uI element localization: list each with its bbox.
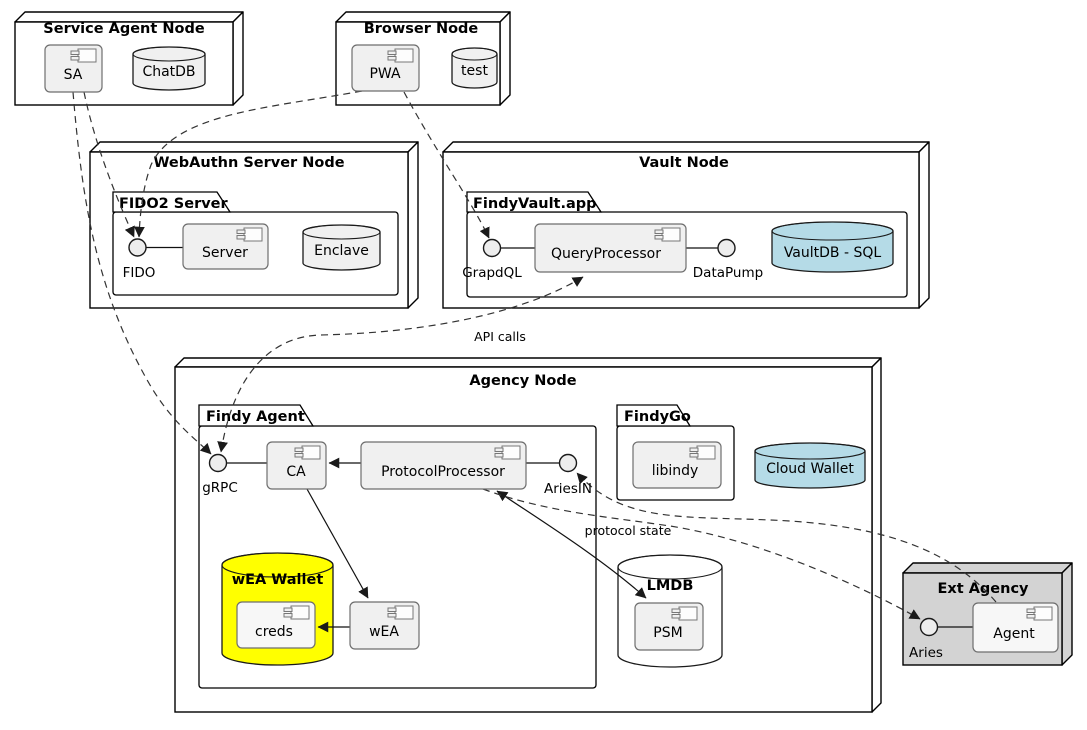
component-label-wea: wEA [369, 624, 399, 640]
database-label-cloud-wallet: Cloud Wallet [766, 461, 854, 477]
edge-pwa-to-fido [134, 90, 363, 238]
database-label-vaultdb: VaultDB - SQL [784, 245, 882, 261]
component-queryprocessor: QueryProcessor [534, 223, 687, 273]
component-creds: creds [236, 601, 316, 649]
interface-label-grpc: gRPC [202, 480, 238, 496]
database-label-test: test [461, 63, 488, 79]
edge-protocolprocessor-psm-protocol-state [496, 490, 647, 599]
component-icon [494, 445, 521, 460]
interface-label-fido: FIDO [123, 265, 156, 281]
interface-circle-icon [482, 238, 502, 258]
component-ca: CA [266, 441, 327, 490]
database-cloud-wallet: Cloud Wallet [754, 442, 866, 489]
edge-sa-to-fido [83, 91, 135, 238]
interface-datapump: DataPump [693, 238, 763, 281]
database-label-enclave: Enclave [314, 243, 369, 259]
node-title-service-agent: Service Agent Node [43, 21, 205, 37]
component-wea: wEA [349, 601, 420, 650]
component-server: Server [182, 223, 269, 270]
component-icon [1026, 606, 1053, 621]
component-pwa: PWA [351, 44, 420, 92]
component-label-libindy: libindy [652, 463, 699, 479]
component-label-ca: CA [286, 464, 306, 480]
database-label-chatdb: ChatDB [142, 64, 195, 80]
component-label-queryprocessor: QueryProcessor [551, 246, 661, 262]
node-title-browser: Browser Node [364, 21, 479, 37]
edge-queryprocessor-grpc-api-calls [217, 276, 584, 453]
component-label-agent: Agent [993, 626, 1035, 642]
component-psm: PSM [634, 602, 704, 651]
component-icon [294, 445, 321, 460]
component-label-pwa: PWA [369, 66, 401, 82]
package-title-findygo: FindyGo [624, 409, 691, 425]
component-icon [654, 227, 681, 242]
node-title-agency: Agency Node [469, 373, 576, 389]
database-enclave: Enclave [302, 224, 381, 271]
edge-sa-to-grpc [72, 91, 212, 455]
package-title-findyvault-app: FindyVault.app [473, 196, 597, 212]
edge-agent-to-ariesin [576, 472, 997, 603]
component-icon [283, 605, 310, 620]
database-label-wea-wallet: wEA Wallet [232, 572, 324, 588]
component-label-creds: creds [255, 624, 293, 640]
interface-label-datapump: DataPump [693, 265, 763, 281]
package-title-fido2-server: FIDO2 Server [119, 196, 229, 212]
component-protocolprocessor: ProtocolProcessor [360, 441, 527, 490]
component-label-server: Server [202, 245, 248, 261]
component-sa: SA [44, 44, 103, 93]
component-icon [387, 605, 414, 620]
interface-label-ariesin: AriesIN [544, 481, 592, 497]
component-label-protocolprocessor: ProtocolProcessor [381, 464, 505, 480]
node-title-vault: Vault Node [639, 155, 729, 171]
component-icon [70, 48, 97, 63]
database-chatdb: ChatDB [132, 46, 206, 91]
node-title-webauthn: WebAuthn Server Node [153, 155, 344, 171]
edge-label-protocol-state: protocol state [585, 523, 672, 538]
interface-label-grapdql: GrapdQL [462, 265, 522, 281]
interface-circle-icon [128, 238, 147, 257]
interface-circle-icon [919, 617, 939, 637]
component-label-sa: SA [64, 67, 83, 83]
database-test: test [451, 47, 498, 89]
component-icon [671, 606, 698, 621]
database-label-lmdb: LMDB [647, 578, 694, 594]
interface-label-aries: Aries [909, 645, 943, 661]
interface-fido: FIDO [123, 238, 156, 281]
interface-circle-icon [208, 453, 228, 473]
component-icon [387, 48, 414, 63]
component-label-psm: PSM [653, 625, 682, 641]
component-libindy: libindy [632, 441, 722, 489]
component-icon [236, 227, 263, 242]
interface-circle-icon [717, 238, 736, 258]
edge-ca-to-wea [306, 488, 369, 599]
package-title-findy-agent: Findy Agent [206, 409, 305, 425]
interface-grpc: gRPC [202, 453, 238, 496]
interface-circle-icon [558, 453, 578, 473]
edge-label-api-calls: API calls [474, 329, 526, 344]
edge-protocolprocessor-to-aries [482, 488, 921, 620]
interface-aries: Aries [909, 617, 943, 661]
interface-grapdql: GrapdQL [462, 238, 522, 281]
database-vaultdb: VaultDB - SQL [771, 221, 894, 273]
interface-ariesin: AriesIN [544, 453, 592, 497]
component-agent: Agent [972, 602, 1059, 653]
component-icon [689, 445, 716, 460]
